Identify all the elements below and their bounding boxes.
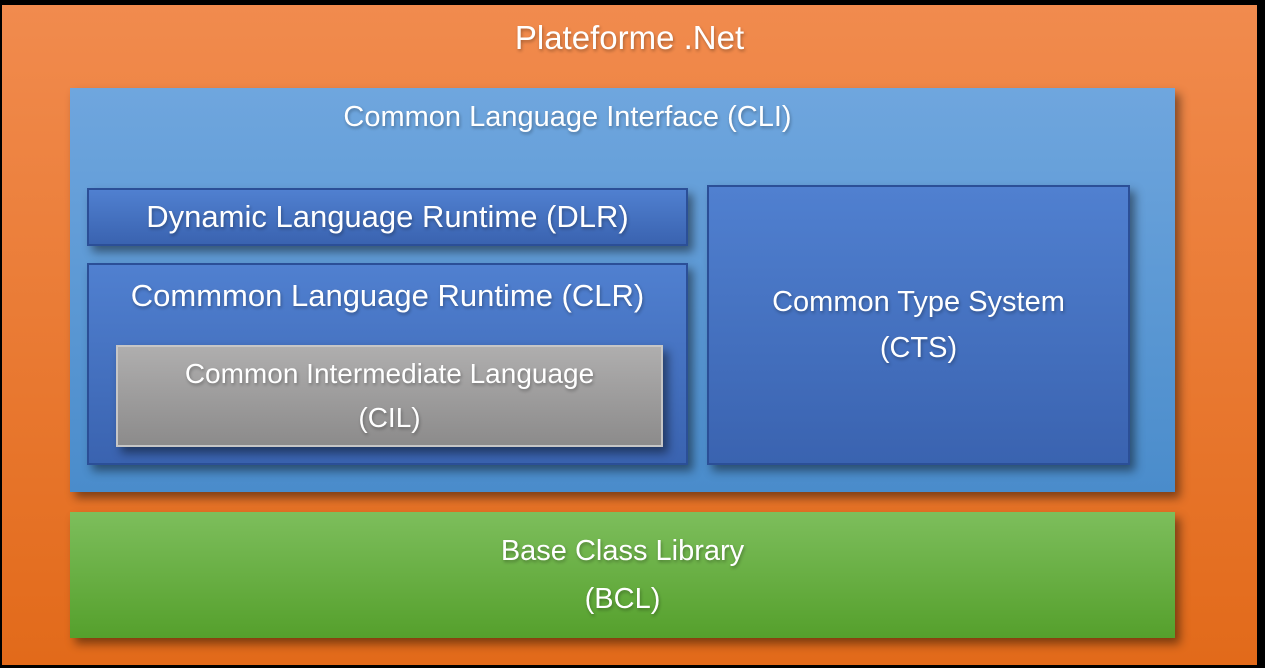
bcl-label-line2: (BCL) xyxy=(584,583,661,615)
cil-label-line1: Common Intermediate Language xyxy=(184,358,595,389)
dlr-box: Dynamic Language Runtime (DLR) xyxy=(87,188,688,246)
cli-box: Common Language Interface (CLI) Dynamic … xyxy=(70,88,1175,492)
platform-box: Plateforme .Net Common Language Interfac… xyxy=(2,5,1257,665)
bcl-box: Base Class Library (BCL) xyxy=(70,512,1175,638)
clr-box: Commmon Language Runtime (CLR) Common In… xyxy=(87,263,688,465)
clr-title: Commmon Language Runtime (CLR) xyxy=(130,278,645,313)
cts-label-line2: (CTS) xyxy=(879,332,958,364)
cil-label-line2: (CIL) xyxy=(358,402,421,433)
dlr-label: Dynamic Language Runtime (DLR) xyxy=(146,199,629,234)
bcl-label-line1: Base Class Library xyxy=(500,535,745,567)
cts-label-line1: Common Type System xyxy=(772,286,1065,318)
cli-title: Common Language Interface (CLI) xyxy=(343,101,792,133)
platform-title: Plateforme .Net xyxy=(514,19,745,56)
cil-box: Common Intermediate Language (CIL) xyxy=(116,345,663,447)
cts-box: Common Type System (CTS) xyxy=(707,185,1130,465)
